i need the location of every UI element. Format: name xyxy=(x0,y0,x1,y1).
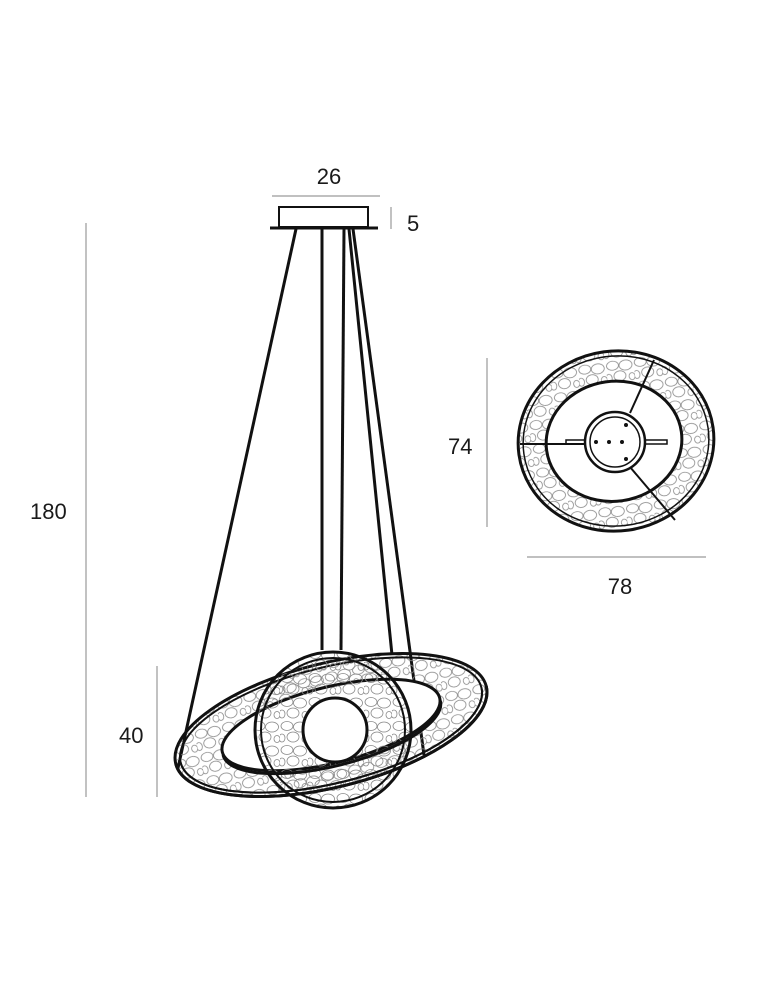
top-width-label: 78 xyxy=(608,574,632,599)
center-hub xyxy=(583,410,647,474)
dimension-top-depth: 74 xyxy=(448,358,488,527)
total-height-label: 180 xyxy=(30,499,67,524)
dimension-canopy-height: 5 xyxy=(390,207,419,236)
dimension-top-width: 78 xyxy=(527,556,706,599)
dimension-ring-height: 40 xyxy=(119,666,158,797)
top-view xyxy=(516,349,716,533)
canopy-height-label: 5 xyxy=(407,211,419,236)
canopy-width-label: 26 xyxy=(317,164,341,189)
globe xyxy=(301,696,369,764)
dimension-total-height: 180 xyxy=(30,223,87,797)
disc-ring xyxy=(253,650,413,810)
ring-height-label: 40 xyxy=(119,723,143,748)
top-depth-label: 74 xyxy=(448,434,472,459)
canopy xyxy=(270,206,378,230)
front-view xyxy=(173,206,489,810)
dimension-canopy-width: 26 xyxy=(272,164,380,197)
outer-ring-front xyxy=(174,685,489,799)
